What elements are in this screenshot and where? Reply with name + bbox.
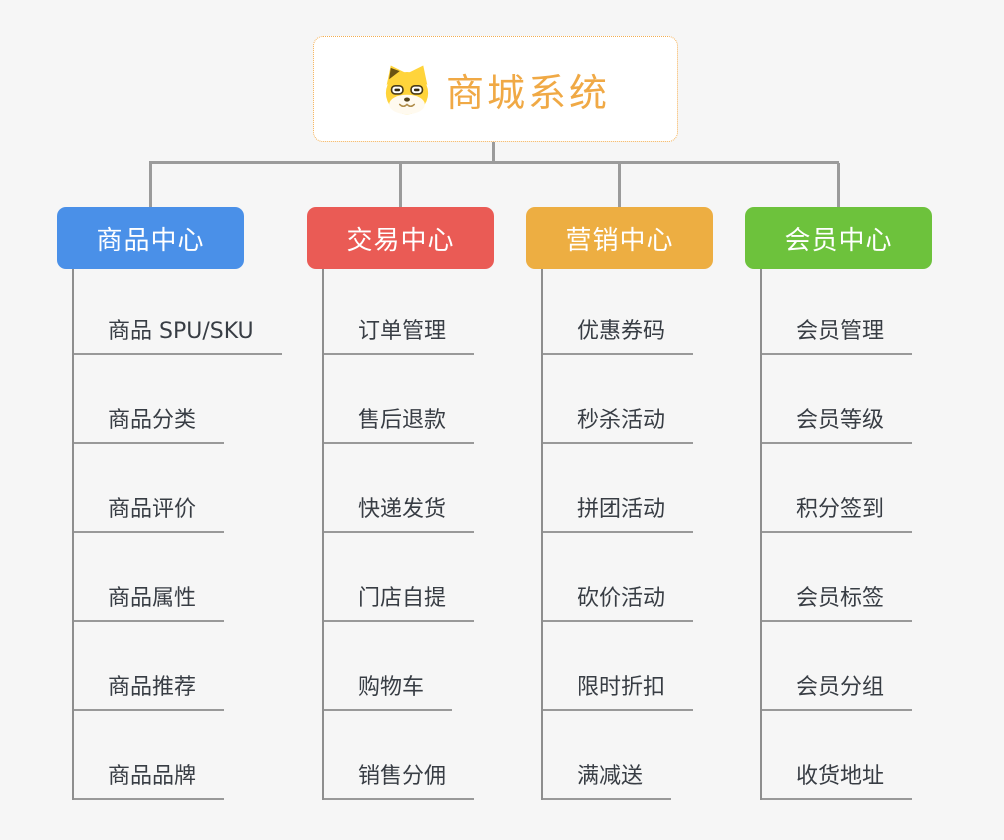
connector-stub-product xyxy=(149,163,152,207)
leaf-item[interactable]: 商品 SPU/SKU xyxy=(74,317,282,355)
leaf-item[interactable]: 销售分佣 xyxy=(324,762,475,800)
leaf-item[interactable]: 会员等级 xyxy=(762,406,913,444)
branch-label: 会员中心 xyxy=(784,225,893,256)
leaf-item[interactable]: 商品评价 xyxy=(74,495,225,533)
branch-node-marketing[interactable]: 营销中心 xyxy=(526,207,713,269)
connector-stub-member xyxy=(837,163,840,207)
leaf-item[interactable]: 砍价活动 xyxy=(543,584,694,622)
leaf-item[interactable]: 购物车 xyxy=(324,673,453,711)
leaf-item[interactable]: 售后退款 xyxy=(324,406,475,444)
connector-stub-trade xyxy=(399,163,402,207)
leaf-item[interactable]: 商品分类 xyxy=(74,406,225,444)
leaf-item[interactable]: 会员分组 xyxy=(762,673,913,711)
connector-root-stub xyxy=(492,142,495,162)
leaf-item[interactable]: 商品品牌 xyxy=(74,762,225,800)
leaf-item[interactable]: 会员管理 xyxy=(762,317,913,355)
leaf-item[interactable]: 快递发货 xyxy=(324,495,475,533)
branch-label: 商品中心 xyxy=(96,225,205,256)
leaf-item[interactable]: 门店自提 xyxy=(324,584,475,622)
leaf-item[interactable]: 收货地址 xyxy=(762,762,913,800)
root-title: 商城系统 xyxy=(445,70,610,115)
leaf-item[interactable]: 商品推荐 xyxy=(74,673,225,711)
leaf-item[interactable]: 秒杀活动 xyxy=(543,406,694,444)
root-node[interactable]: 商城系统 xyxy=(313,36,678,142)
branch-node-trade[interactable]: 交易中心 xyxy=(307,207,494,269)
branch-children-member: 会员管理 会员等级 积分签到 会员标签 会员分组 收货地址 xyxy=(760,269,913,800)
branch-children-product: 商品 SPU/SKU 商品分类 商品评价 商品属性 商品推荐 商品品牌 xyxy=(72,269,282,800)
leaf-item[interactable]: 订单管理 xyxy=(324,317,475,355)
leaf-item[interactable]: 限时折扣 xyxy=(543,673,694,711)
leaf-item[interactable]: 积分签到 xyxy=(762,495,913,533)
connector-bus xyxy=(149,161,839,164)
branch-node-member[interactable]: 会员中心 xyxy=(745,207,932,269)
doge-icon xyxy=(385,65,429,115)
branch-label: 营销中心 xyxy=(565,225,674,256)
leaf-item[interactable]: 会员标签 xyxy=(762,584,913,622)
leaf-item[interactable]: 优惠券码 xyxy=(543,317,694,355)
leaf-item[interactable]: 拼团活动 xyxy=(543,495,694,533)
branch-label: 交易中心 xyxy=(346,225,455,256)
branch-children-marketing: 优惠券码 秒杀活动 拼团活动 砍价活动 限时折扣 满减送 xyxy=(541,269,694,800)
branch-node-product[interactable]: 商品中心 xyxy=(57,207,244,269)
connector-stub-marketing xyxy=(618,163,621,207)
leaf-item[interactable]: 满减送 xyxy=(543,762,672,800)
branch-children-trade: 订单管理 售后退款 快递发货 门店自提 购物车 销售分佣 xyxy=(322,269,475,800)
leaf-item[interactable]: 商品属性 xyxy=(74,584,225,622)
